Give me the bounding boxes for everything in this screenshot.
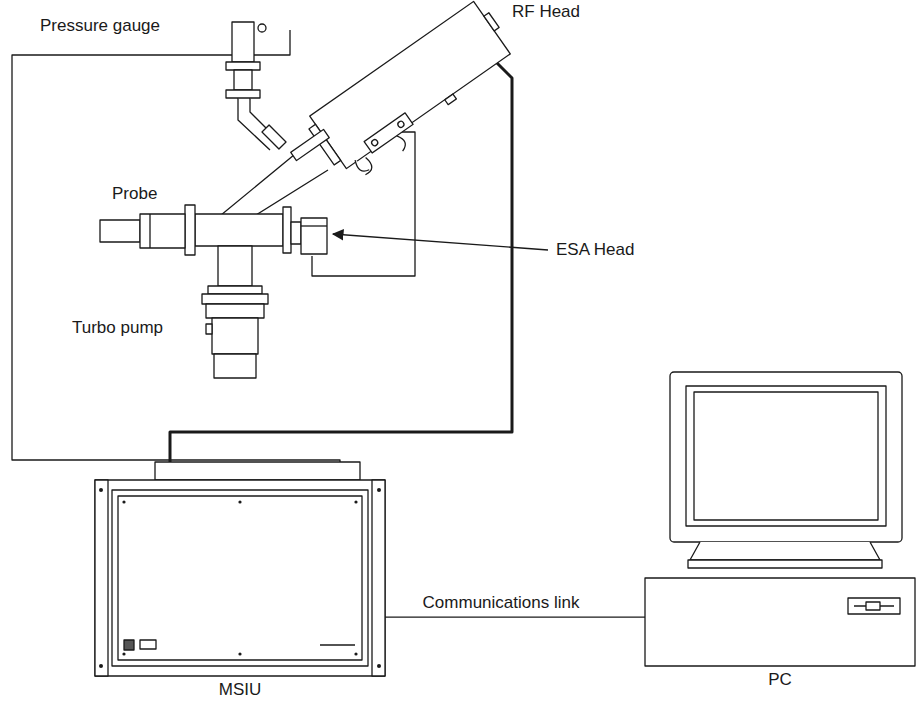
part-label: ESA Head [556, 240, 634, 260]
turbo-pump [202, 294, 268, 378]
rf-head [303, 0, 525, 188]
pressure-gauge [226, 22, 286, 150]
unit-label: PC [645, 670, 915, 690]
probe [100, 214, 185, 248]
unit-label: MSIU [95, 680, 385, 700]
link-label: Communications link [421, 593, 582, 613]
part-label: RF Head [512, 2, 580, 22]
part-label: Turbo pump [72, 318, 163, 338]
part-label: Probe [112, 184, 157, 204]
vacuum-cross [185, 205, 291, 294]
msiu-box: MSIU [95, 480, 385, 676]
esa-head [291, 218, 327, 254]
gauge-cable [12, 30, 340, 464]
part-label: Pressure gauge [40, 16, 160, 36]
pc-box: PC [645, 372, 915, 666]
communications-link [385, 617, 645, 618]
leader-arrow [333, 234, 548, 250]
msiu-unit [95, 462, 385, 676]
pc-computer [645, 372, 915, 666]
